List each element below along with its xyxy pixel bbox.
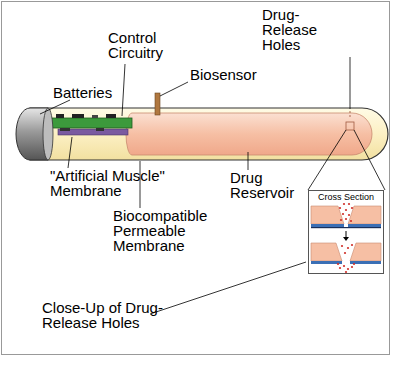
drug-particle xyxy=(348,203,350,205)
inset-caption: Close-Up of Drug-Release Holes xyxy=(42,300,192,330)
drug-particle xyxy=(351,207,353,209)
part-label: "Artificial Muscle" Membrane xyxy=(50,168,200,198)
drug-particle xyxy=(337,263,339,265)
drug-particle xyxy=(339,267,341,269)
drug-particle xyxy=(353,263,355,265)
drug-particle xyxy=(350,220,352,222)
part-label: Drug-Release Holes xyxy=(262,7,334,52)
part-label: Batteries xyxy=(53,85,133,100)
part-label: Biosensor xyxy=(190,67,280,82)
drug-particle xyxy=(351,266,353,268)
drug-particle xyxy=(345,271,347,273)
drug-particle xyxy=(345,209,347,211)
drug-particle xyxy=(345,218,347,220)
drug-particle xyxy=(343,265,345,267)
drug-particle xyxy=(351,244,353,246)
inset-box: Cross Section xyxy=(308,190,384,274)
drug-particle xyxy=(347,268,349,270)
drug-particle xyxy=(343,203,345,205)
part-label: Drug Reservoir xyxy=(230,170,310,200)
drug-particle xyxy=(348,214,350,216)
drug-particle xyxy=(347,247,349,249)
part-label: Control Circuitry xyxy=(108,30,188,60)
drug-particle xyxy=(340,219,342,221)
part-label: Biocompatible Permeable Membrane xyxy=(113,208,228,253)
drug-particle xyxy=(339,207,341,209)
drug-particle xyxy=(342,213,344,215)
inset-heading: Cross Section xyxy=(313,192,379,202)
drug-particle xyxy=(344,252,346,254)
drug-particle xyxy=(341,245,343,247)
